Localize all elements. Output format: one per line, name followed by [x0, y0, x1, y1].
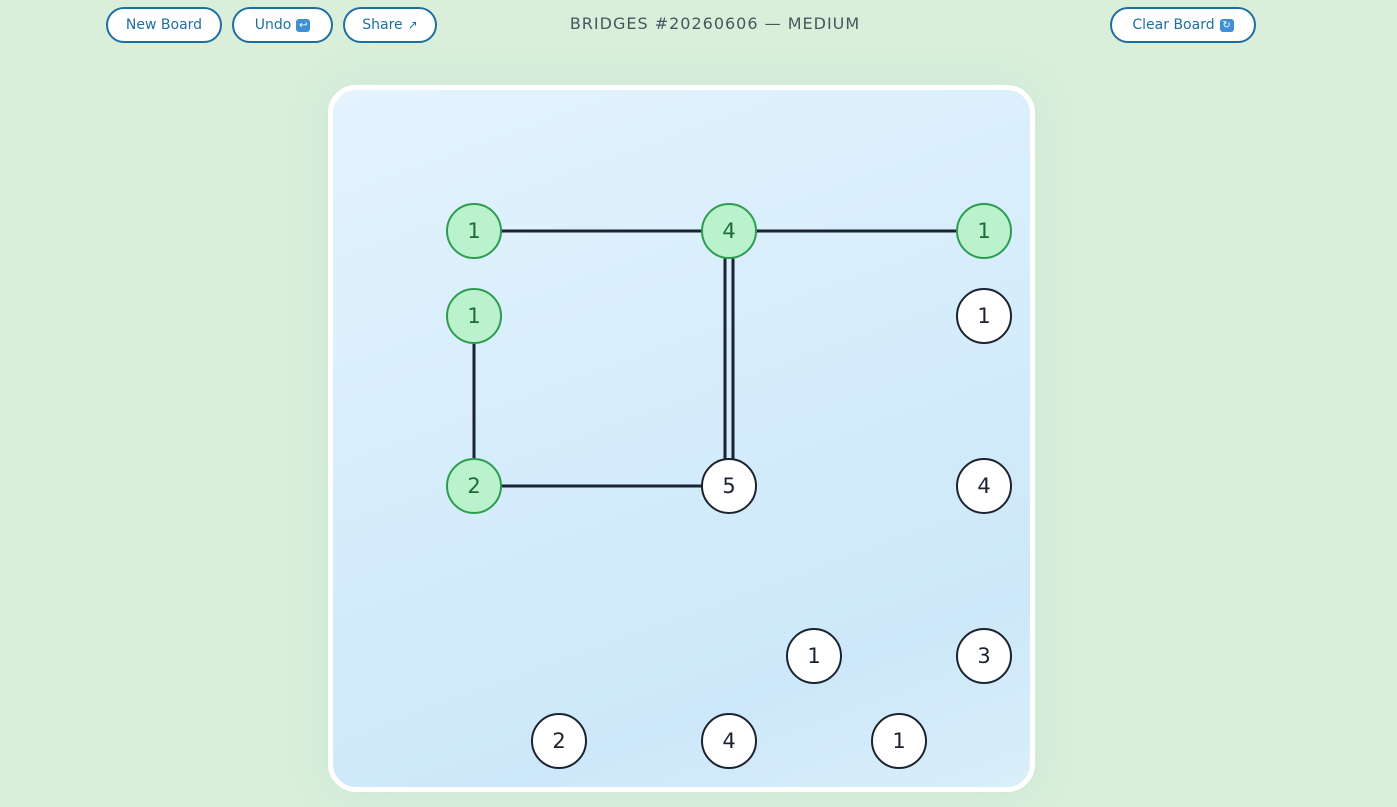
island-circle[interactable] [701, 713, 757, 769]
islands-layer: 1 4 1 1 1 2 5 4 1 3 2 4 1 [446, 203, 1012, 769]
island-e[interactable]: 1 [956, 288, 1012, 344]
new-board-button[interactable]: New Board [106, 7, 222, 43]
island-circle[interactable] [786, 628, 842, 684]
island-circle[interactable] [531, 713, 587, 769]
puzzle-board: 1 4 1 1 1 2 5 4 1 3 2 4 1 [328, 85, 1035, 792]
island-circle[interactable] [446, 458, 502, 514]
island-value: 1 [467, 219, 480, 243]
island-h[interactable]: 4 [956, 458, 1012, 514]
island-value: 1 [467, 304, 480, 328]
island-value: 5 [722, 474, 735, 498]
island-circle[interactable] [956, 458, 1012, 514]
bridge-b-g[interactable] [723, 231, 735, 486]
clear-board-button[interactable]: Clear Board ↻ [1110, 7, 1256, 43]
board-canvas: 1 4 1 1 1 2 5 4 1 3 2 4 1 [446, 203, 1012, 769]
clear-board-label: Clear Board [1132, 17, 1215, 33]
island-value: 2 [467, 474, 480, 498]
island-b[interactable]: 4 [701, 203, 757, 259]
undo-icon: ↩ [296, 18, 311, 32]
share-label: Share [362, 17, 403, 33]
island-value: 1 [977, 219, 990, 243]
island-circle[interactable] [446, 203, 502, 259]
island-circle[interactable] [956, 203, 1012, 259]
island-j[interactable]: 3 [956, 628, 1012, 684]
island-d[interactable]: 1 [446, 288, 502, 344]
island-circle[interactable] [956, 628, 1012, 684]
island-value: 2 [552, 729, 565, 753]
island-k[interactable]: 2 [531, 713, 587, 769]
island-g[interactable]: 5 [701, 458, 757, 514]
island-l[interactable]: 4 [701, 713, 757, 769]
island-circle[interactable] [701, 203, 757, 259]
island-value: 4 [977, 474, 990, 498]
island-value: 4 [722, 729, 735, 753]
clear-icon: ↻ [1219, 18, 1234, 32]
island-a[interactable]: 1 [446, 203, 502, 259]
undo-label: Undo [254, 17, 292, 33]
island-c[interactable]: 1 [956, 203, 1012, 259]
island-circle[interactable] [871, 713, 927, 769]
island-value: 1 [892, 729, 905, 753]
toolbar: New Board Undo ↩ Share ↗ BRIDGES #202606… [0, 0, 1397, 56]
island-value: 3 [977, 644, 990, 668]
island-value: 1 [977, 304, 990, 328]
island-value: 4 [722, 219, 735, 243]
island-f[interactable]: 2 [446, 458, 502, 514]
island-value: 1 [807, 644, 820, 668]
puzzle-title: BRIDGES #20260606 — MEDIUM [569, 14, 861, 33]
bridges-layer [472, 229, 984, 488]
island-circle[interactable] [701, 458, 757, 514]
island-m[interactable]: 1 [871, 713, 927, 769]
new-board-label: New Board [125, 17, 203, 33]
island-i[interactable]: 1 [786, 628, 842, 684]
share-arrow-icon: ↗ [407, 18, 418, 32]
island-circle[interactable] [956, 288, 1012, 344]
undo-button[interactable]: Undo ↩ [232, 7, 333, 43]
share-button[interactable]: Share ↗ [343, 7, 437, 43]
island-circle[interactable] [446, 288, 502, 344]
